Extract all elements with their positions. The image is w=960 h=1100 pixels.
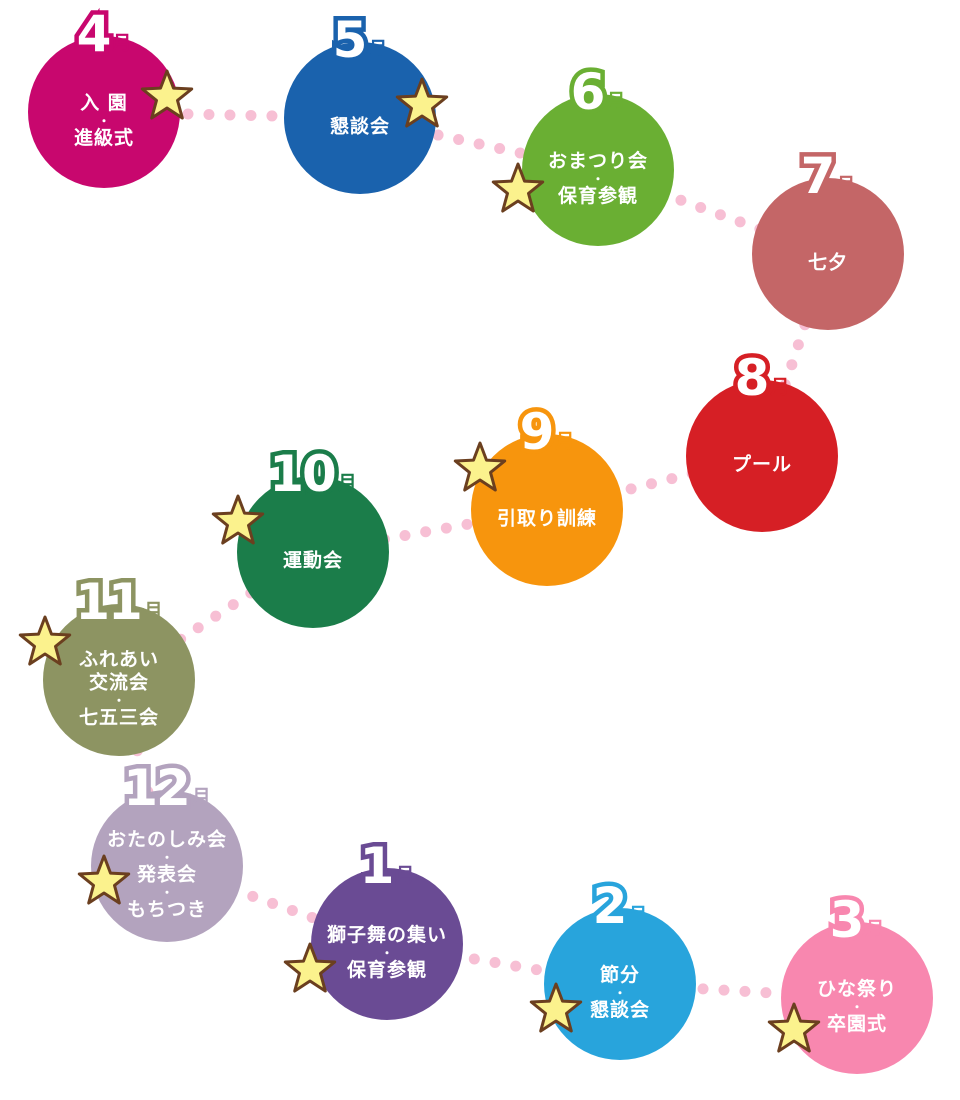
- month-unit: 月: [606, 90, 626, 112]
- event-label: 交流会: [88, 671, 149, 694]
- month-number: 4: [72, 5, 116, 64]
- star-icon: [767, 1002, 821, 1053]
- month-unit: 月: [368, 38, 388, 60]
- month-unit: 月: [337, 472, 357, 494]
- star-icon: [140, 69, 194, 120]
- event-list: ひな祭り・卒園式: [781, 960, 933, 1036]
- star-icon: [283, 942, 337, 993]
- star-icon: [18, 615, 72, 666]
- event-label: 発表会: [136, 863, 197, 886]
- month-unit: 月: [191, 786, 211, 808]
- event-separator-dot: ・: [97, 114, 110, 128]
- event-separator-dot: ・: [850, 1000, 863, 1014]
- month-number: 12: [119, 759, 196, 818]
- event-label: 入 園: [80, 92, 128, 114]
- event-label: 獅子舞の集い: [326, 924, 447, 946]
- event-list: 懇談会: [284, 98, 436, 139]
- event-label: もちつき: [126, 898, 207, 921]
- star-icon: [491, 162, 545, 213]
- event-list: プール: [686, 436, 838, 477]
- event-label: 懇談会: [589, 999, 650, 1021]
- month-unit: 月: [770, 376, 790, 398]
- star-icon: [77, 854, 131, 905]
- event-separator-dot: ・: [160, 885, 173, 900]
- event-label: 七五三会: [78, 706, 159, 729]
- month-number: 10: [265, 445, 342, 504]
- month-unit: 月: [143, 600, 163, 622]
- month-number: 1: [355, 837, 399, 896]
- event-label: ふれあい: [78, 648, 159, 671]
- event-label: 進級式: [73, 127, 134, 149]
- month-unit: 月: [395, 864, 415, 886]
- event-list: おたのしみ会・発表会・もちつき: [91, 811, 243, 922]
- month-number: 5: [328, 11, 372, 70]
- event-label: おまつり会: [547, 150, 648, 172]
- event-separator-dot: ・: [380, 946, 393, 960]
- month-number: 8: [730, 349, 774, 408]
- month-unit: 月: [836, 174, 856, 196]
- event-list: 獅子舞の集い・保育参観: [311, 906, 463, 982]
- event-separator-dot: ・: [112, 693, 125, 708]
- month-number: 3: [825, 891, 869, 950]
- event-list: 入 園・進級式: [28, 74, 180, 150]
- event-list: 節分・懇談会: [544, 946, 696, 1022]
- event-list: ふれあい交流会・七五三会: [43, 631, 195, 730]
- event-list: 七夕: [752, 234, 904, 275]
- month-number: 9: [515, 403, 559, 462]
- event-label: ひな祭り: [816, 978, 897, 1000]
- star-icon: [211, 494, 265, 545]
- event-separator-dot: ・: [591, 172, 604, 186]
- event-label: 引取り訓練: [496, 507, 597, 530]
- month-unit: 月: [112, 32, 132, 54]
- event-label: 七夕: [807, 251, 848, 274]
- event-label: 保育参観: [557, 185, 638, 207]
- star-icon: [529, 982, 583, 1033]
- event-label: 保育参観: [346, 959, 427, 981]
- event-label: 運動会: [282, 549, 343, 572]
- month-number: 7: [796, 147, 840, 206]
- event-list: 運動会: [237, 532, 389, 573]
- event-label: 節分: [599, 964, 640, 986]
- star-icon: [395, 77, 449, 128]
- month-unit: 月: [628, 904, 648, 926]
- month-number: 11: [71, 573, 148, 632]
- event-label: 卒園式: [826, 1013, 887, 1035]
- event-list: 引取り訓練: [471, 490, 623, 531]
- month-number: 2: [588, 877, 632, 936]
- month-unit: 月: [865, 918, 885, 940]
- month-unit: 月: [555, 430, 575, 452]
- event-label: プール: [731, 453, 792, 476]
- event-separator-dot: ・: [160, 850, 173, 865]
- month-number: 6: [566, 63, 610, 122]
- event-label: 懇談会: [329, 115, 390, 138]
- star-icon: [453, 441, 507, 492]
- event-list: おまつり会・保育参観: [522, 132, 674, 208]
- event-label: おたのしみ会: [106, 828, 227, 851]
- event-separator-dot: ・: [613, 986, 626, 1000]
